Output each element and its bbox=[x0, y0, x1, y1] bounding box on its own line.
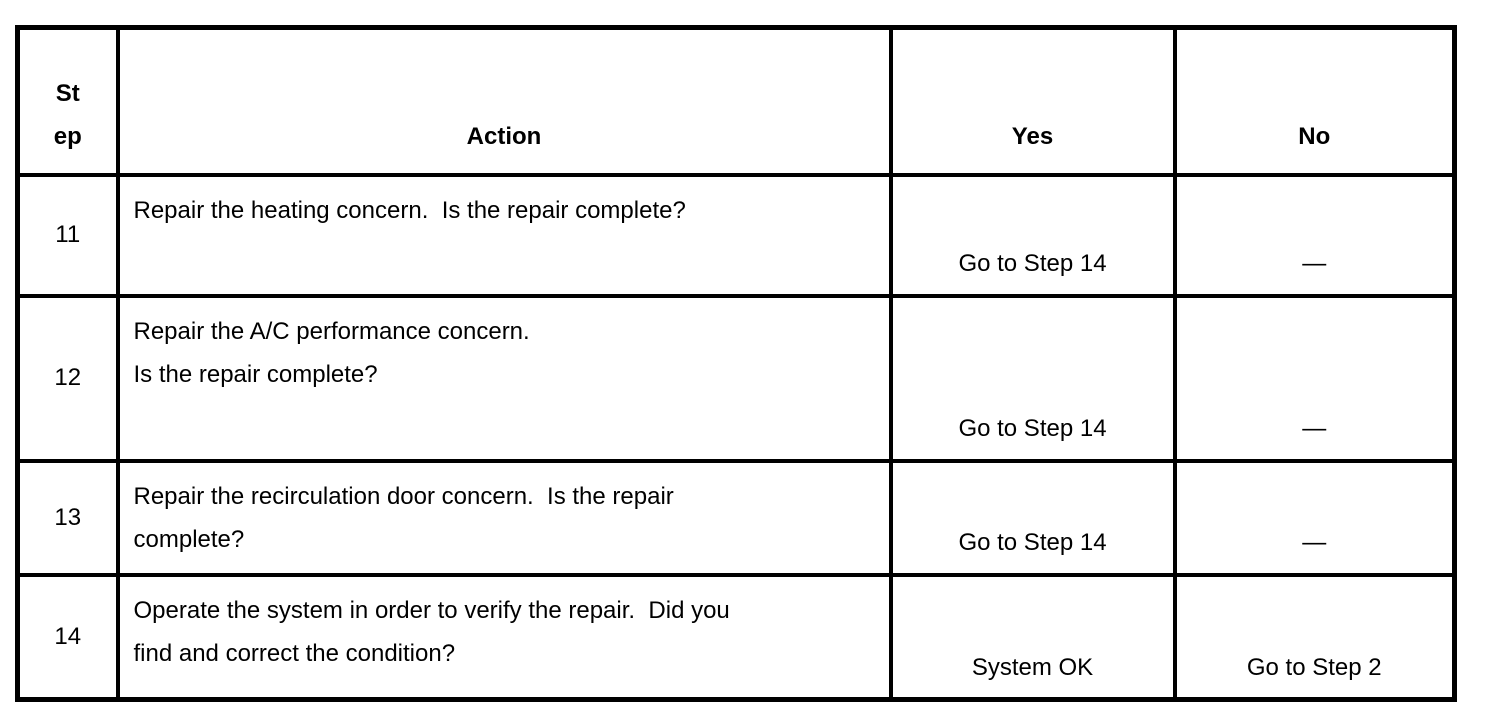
table-row: 11 Repair the heating concern. Is the re… bbox=[15, 172, 1457, 298]
action-text: Repair the recirculation door concern. I… bbox=[115, 458, 893, 577]
yes-result: Go to Step 14 bbox=[888, 293, 1177, 463]
action-text: Repair the A/C performance concern. Is t… bbox=[115, 293, 893, 463]
step-number: 11 bbox=[15, 172, 120, 298]
table-row: 12 Repair the A/C performance concern. I… bbox=[15, 293, 1457, 463]
column-header-no: No bbox=[1172, 25, 1457, 177]
yes-result: Go to Step 14 bbox=[888, 458, 1177, 577]
table-row: 14 Operate the system in order to verify… bbox=[15, 572, 1457, 702]
action-text: Repair the heating concern. Is the repai… bbox=[115, 172, 893, 298]
step-number: 12 bbox=[15, 293, 120, 463]
no-result: — bbox=[1172, 293, 1457, 463]
diagnostic-steps-table: St ep Action Yes No 11 Repair the heatin… bbox=[15, 25, 1457, 702]
step-number: 13 bbox=[15, 458, 120, 577]
no-result: — bbox=[1172, 458, 1457, 577]
diagnostic-table-container: St ep Action Yes No 11 Repair the heatin… bbox=[15, 25, 1457, 702]
yes-result: Go to Step 14 bbox=[888, 172, 1177, 298]
step-number: 14 bbox=[15, 572, 120, 702]
column-header-step: St ep bbox=[15, 25, 120, 177]
action-text: Operate the system in order to verify th… bbox=[115, 572, 893, 702]
table-header-row: St ep Action Yes No bbox=[15, 25, 1457, 177]
no-result: Go to Step 2 bbox=[1172, 572, 1457, 702]
column-header-yes: Yes bbox=[888, 25, 1177, 177]
yes-result: System OK bbox=[888, 572, 1177, 702]
no-result: — bbox=[1172, 172, 1457, 298]
table-row: 13 Repair the recirculation door concern… bbox=[15, 458, 1457, 577]
column-header-action: Action bbox=[115, 25, 893, 177]
